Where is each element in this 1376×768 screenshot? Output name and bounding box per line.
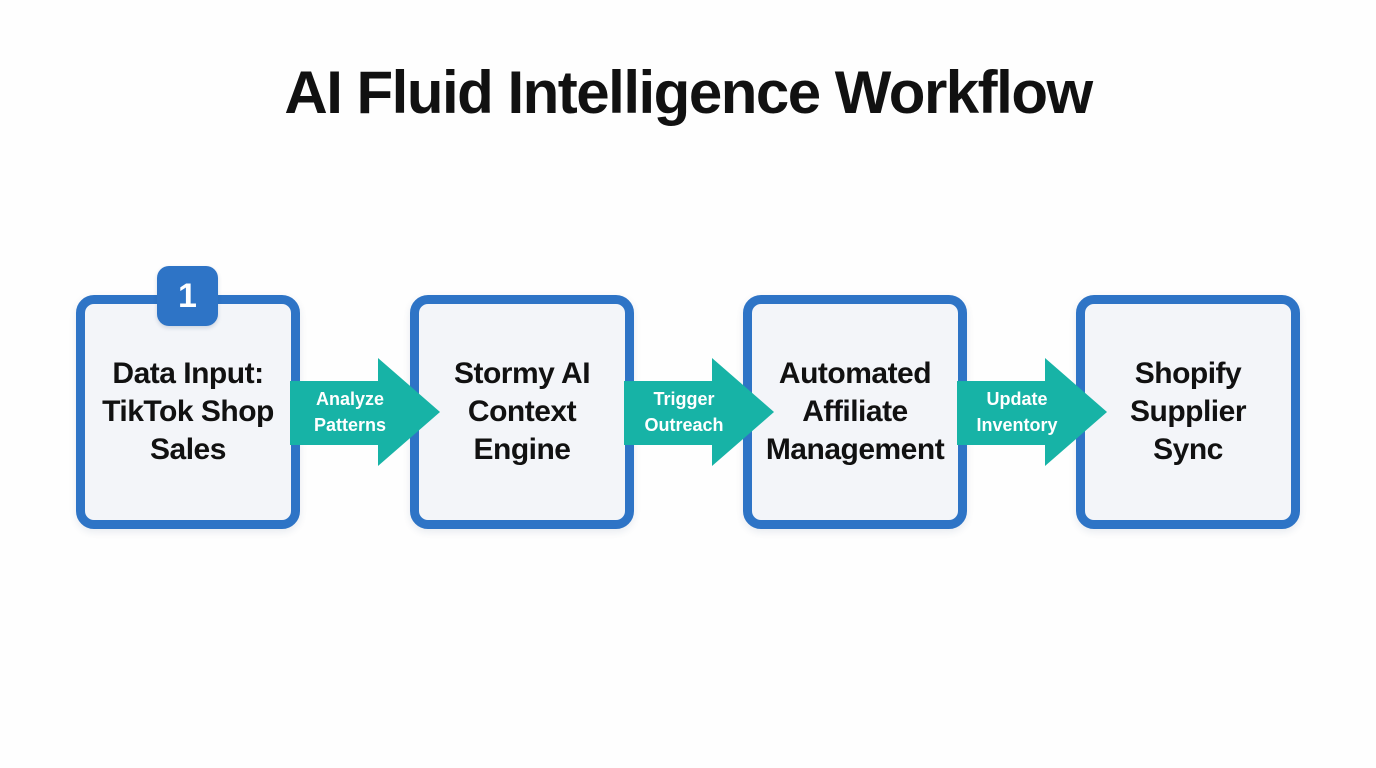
arrow-label-line: Trigger [653, 389, 715, 409]
arrow-body [624, 381, 714, 445]
arrow-body [290, 381, 380, 445]
step-label-line: Sync [1153, 433, 1223, 466]
step-box-label: Stormy AI Context Engine [453, 355, 591, 469]
arrow-analyze-patterns: Analyze Patterns [290, 358, 440, 466]
step-box-label: Data Input: TikTok Shop Sales [102, 355, 274, 469]
arrow-label: Trigger Outreach [624, 358, 744, 466]
arrow-head-icon [378, 358, 440, 466]
arrow-head-icon [1045, 358, 1107, 466]
arrow-head-icon [712, 358, 774, 466]
step-label-line: Automated [778, 357, 932, 390]
step-label-line: Sales [150, 433, 226, 466]
step-box-shopify-sync: Shopify Supplier Sync [1076, 295, 1300, 529]
step-label-line: Data Input: [112, 357, 264, 390]
step-box-affiliate-management: Automated Affiliate Management [743, 295, 967, 529]
arrow-label: Analyze Patterns [290, 358, 410, 466]
step-label-line: TikTok Shop [102, 395, 274, 428]
step-label-line: Management [765, 433, 945, 466]
arrow-label-line: Update [986, 389, 1048, 409]
step-label-line: Supplier [1129, 395, 1247, 428]
step-label-line: Engine [473, 433, 571, 466]
arrow-body [957, 381, 1047, 445]
step-box-label: Automated Affiliate Management [765, 355, 945, 469]
arrow-label-line: Outreach [644, 415, 724, 435]
page-title: AI Fluid Intelligence Workflow [284, 59, 1093, 126]
step-box-stormy-ai: Stormy AI Context Engine [410, 295, 634, 529]
step-number-badge: 1 [157, 266, 218, 326]
step-label-line: Affiliate [802, 395, 908, 428]
step-box-label: Shopify Supplier Sync [1129, 355, 1247, 469]
arrow-label: Update Inventory [957, 358, 1077, 466]
step-label-line: Shopify [1134, 357, 1242, 390]
arrow-label-line: Inventory [976, 415, 1058, 435]
step-label-line: Context [467, 395, 577, 428]
arrow-update-inventory: Update Inventory [957, 358, 1107, 466]
arrow-trigger-outreach: Trigger Outreach [624, 358, 774, 466]
step-box-data-input: Data Input: TikTok Shop Sales [76, 295, 300, 529]
step-label-line: Stormy AI [453, 357, 591, 390]
arrow-label-line: Analyze [315, 389, 385, 409]
arrow-label-line: Patterns [313, 415, 387, 435]
